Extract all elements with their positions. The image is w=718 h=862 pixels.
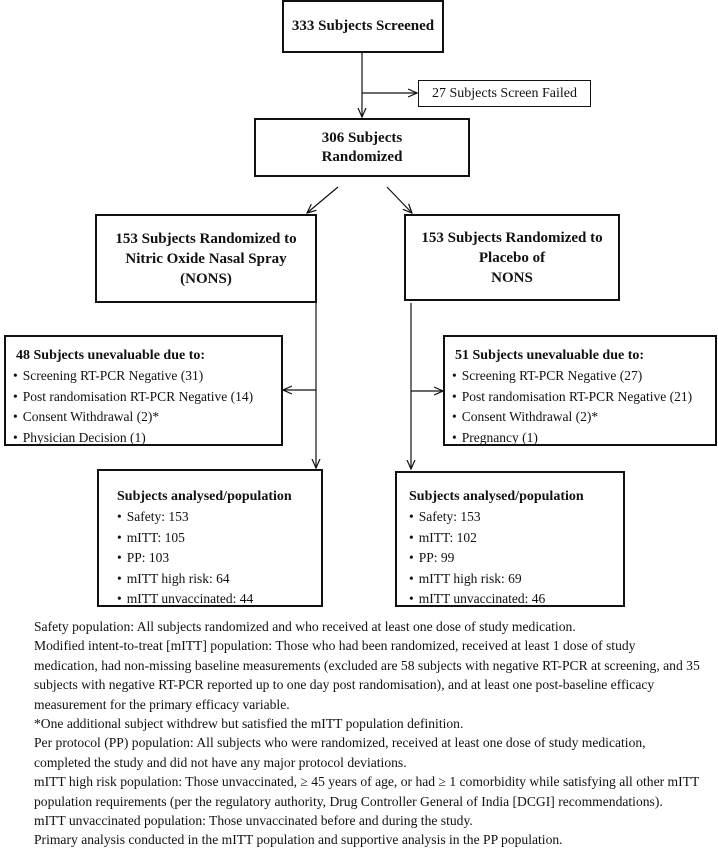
note-primary-analysis: Primary analysis conducted in the mITT p…	[34, 832, 563, 848]
list-item: Screening RT-PCR Negative (27)	[452, 366, 715, 387]
list-item: mITT unvaccinated: 44	[117, 589, 321, 610]
arm-placebo-box: 153 Subjects Randomized to Placebo of NO…	[404, 214, 620, 301]
analysed-placebo-box: Subjects analysed/population Safety: 153…	[395, 471, 625, 607]
list-item: Screening RT-PCR Negative (31)	[13, 366, 281, 387]
unevaluable-placebo-title: 51 Subjects unevaluable due to:	[455, 348, 645, 363]
screened-box: 333 Subjects Screened	[282, 0, 444, 53]
analysed-nons-title: Subjects analysed/population	[117, 489, 292, 504]
randomized-line2: Randomized	[321, 148, 403, 165]
list-item: mITT high risk: 64	[117, 569, 321, 590]
analysed-placebo-title: Subjects analysed/population	[409, 489, 584, 504]
list-item: Consent Withdrawal (2)*	[452, 407, 715, 428]
list-item: mITT: 102	[409, 528, 623, 549]
arm-placebo-line2: Placebo of	[478, 249, 546, 266]
note-mitt: Modified intent-to-treat [mITT] populati…	[34, 638, 700, 712]
analysed-pp: PP: 99	[418, 550, 455, 565]
definitions-notes: Safety population: All subjects randomiz…	[34, 617, 702, 850]
analysed-high-risk: mITT high risk: 69	[418, 570, 522, 586]
note-safety: Safety population: All subjects randomiz…	[34, 619, 576, 634]
analysed-unvaccinated: mITT unvaccinated: 44	[126, 591, 254, 606]
list-item: PP: 99	[409, 548, 623, 569]
analysed-safety: Safety: 153	[126, 509, 189, 524]
list-item: mITT: 105	[117, 528, 321, 549]
unevaluable-nons-box: 48 Subjects unevaluable due to: Screenin…	[4, 335, 283, 446]
arrow-to-arm-placebo	[386, 186, 412, 213]
analysed-safety: Safety: 153	[418, 509, 481, 524]
arm-placebo-line1: 153 Subjects Randomized to	[421, 229, 603, 246]
list-item: Safety: 153	[117, 507, 321, 528]
arrow-to-arm-nons	[307, 186, 339, 213]
list-item: Physician Decision (1)	[13, 428, 281, 449]
list-item: PP: 103	[117, 548, 321, 569]
unevaluable-nons-list: Screening RT-PCR Negative (31) Post rand…	[13, 366, 281, 448]
unevaluable-nons-title: 48 Subjects unevaluable due to:	[16, 348, 206, 363]
unevaluable-placebo-box: 51 Subjects unevaluable due to: Screenin…	[443, 335, 717, 446]
analysed-placebo-list: Safety: 153 mITT: 102 PP: 99 mITT high r…	[409, 507, 623, 610]
analysed-nons-list: Safety: 153 mITT: 105 PP: 103 mITT high …	[117, 507, 321, 610]
list-item: Consent Withdrawal (2)*	[13, 407, 281, 428]
analysed-mitt: mITT: 105	[126, 529, 185, 545]
screen-failed-label: 27 Subjects Screen Failed	[431, 85, 578, 101]
list-item: mITT high risk: 69	[409, 569, 623, 590]
arm-nons-box: 153 Subjects Randomized to Nitric Oxide …	[95, 214, 317, 303]
screened-label: 333 Subjects Screened	[291, 18, 435, 34]
list-item: Safety: 153	[409, 507, 623, 528]
analysed-pp: PP: 103	[126, 550, 170, 565]
analysed-high-risk: mITT high risk: 64	[126, 570, 230, 586]
arm-placebo-line3: NONS	[491, 269, 533, 286]
note-pp: Per protocol (PP) population: All subjec…	[34, 735, 646, 770]
note-high-risk: mITT high risk population: Those unvacci…	[34, 774, 700, 809]
screen-failed-box: 27 Subjects Screen Failed	[418, 80, 591, 107]
note-unvaccinated: mITT unvaccinated population: Those unva…	[34, 813, 473, 829]
randomized-box: 306 Subjects Randomized	[254, 118, 470, 177]
list-item: Post randomisation RT-PCR Negative (21)	[452, 387, 715, 408]
arm-nons-line1: 153 Subjects Randomized to	[115, 230, 297, 247]
analysed-unvaccinated: mITT unvaccinated: 46	[418, 591, 546, 606]
analysed-nons-box: Subjects analysed/population Safety: 153…	[97, 469, 323, 607]
list-item: Pregnancy (1)	[452, 428, 715, 449]
unevaluable-placebo-list: Screening RT-PCR Negative (27) Post rand…	[452, 366, 715, 448]
randomized-line1: 306 Subjects	[321, 129, 403, 146]
arm-nons-line2: Nitric Oxide Nasal Spray	[125, 250, 287, 267]
arm-nons-line3: (NONS)	[180, 270, 232, 287]
analysed-mitt: mITT: 102	[418, 529, 477, 545]
list-item: Post randomisation RT-PCR Negative (14)	[13, 387, 281, 408]
note-withdrawal: *One additional subject withdrew but sat…	[34, 716, 464, 732]
list-item: mITT unvaccinated: 46	[409, 589, 623, 610]
flow-connectors	[0, 53, 718, 610]
